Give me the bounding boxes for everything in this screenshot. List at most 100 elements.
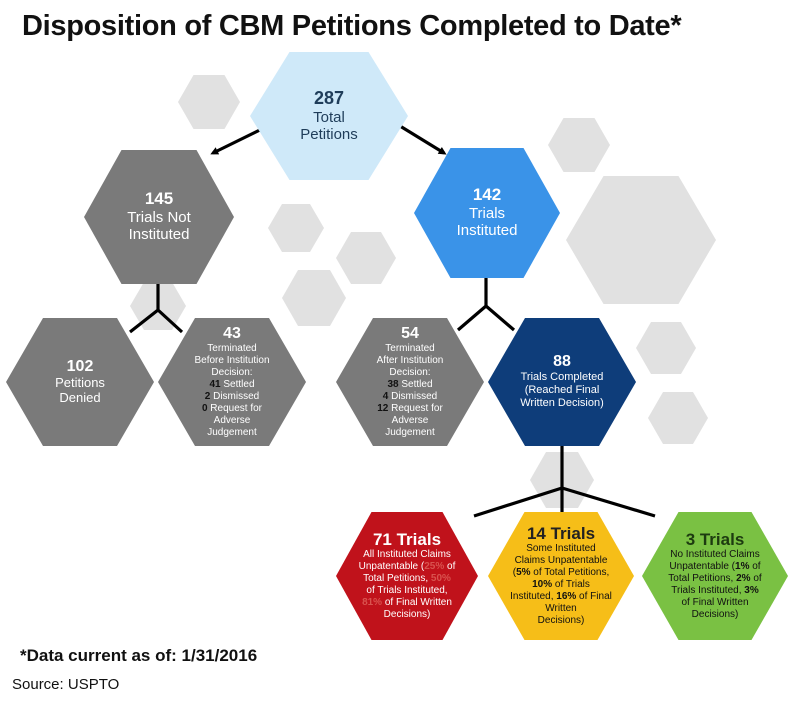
all-unpatentable-heading: 71 Trials [372,529,442,549]
terminated-before-line3: Decision: [211,366,253,378]
text-part: of Trials [552,579,590,591]
terminated-after-line2: After Institution [376,354,444,366]
arrow-total-to-not-instituted [210,124,269,155]
denied-label-line1: Petitions [55,374,105,390]
text-part: Instituted, [510,591,557,603]
percent-total: 5% [516,567,531,579]
some-unpatentable-line6: Written [545,603,577,615]
percent-instituted: 50% [430,573,451,585]
dismissed-text: Dismissed [210,390,260,402]
percent-total: 1% [735,561,750,573]
some-unpatentable-line3: (5% of Total Petitions, [513,567,610,579]
none-unpatentable-line4: Trials Instituted, 3% [671,585,758,597]
text-part: of [749,561,761,573]
node-terminated-before-institution: 43 Terminated Before Institution Decisio… [158,318,306,446]
text-part: of [750,573,762,585]
terminated-before-judgement: Judgement [207,426,257,438]
dismissed-count: 4 [382,390,389,402]
percent-final: 3% [744,585,759,597]
terminated-after-line3: Decision: [389,366,431,378]
terminated-after-dismissed: 4 Dismissed [383,391,437,403]
settled-count: 41 [209,378,221,390]
not-instituted-number: 145 [144,189,174,209]
all-unpatentable-line2: Unpatentable (25% of [359,561,456,573]
percent-instituted: 2% [736,573,751,585]
total-number: 287 [313,87,345,108]
instituted-number: 142 [472,185,502,205]
terminated-before-line2: Before Institution [194,354,270,366]
all-unpatentable-line1: All Instituted Claims [363,549,451,561]
denied-number: 102 [66,358,94,376]
terminated-after-settled: 38 Settled [387,379,432,391]
settled-count: 38 [387,378,399,390]
text-part: Total Petitions, [363,573,431,585]
background-hexagon [268,204,324,252]
terminated-after-judgement: Judgement [385,426,435,438]
arrow-completed-split [473,444,656,518]
text-part: Total Petitions, [668,573,737,585]
data-currency-footnote: *Data current as of: 1/31/2016 [20,646,258,665]
completed-line2: (Reached Final [524,384,600,397]
total-label-line2: Petitions [300,125,358,143]
not-instituted-label-line2: Instituted [128,226,190,244]
terminated-before-settled: 41 Settled [209,379,254,391]
terminated-before-dismissed: 2 Dismissed [205,391,259,403]
some-unpatentable-line7: Decisions) [537,615,585,627]
request-count: 12 [377,402,389,414]
text-part: of Final [576,591,612,603]
some-unpatentable-line1: Some Instituted [526,543,596,555]
dismissed-count: 2 [204,390,211,402]
completed-line3: Written Decision) [520,397,604,410]
all-unpatentable-line4: of Trials Instituted, [366,585,448,597]
none-unpatentable-heading: 3 Trials [685,529,745,549]
completed-number: 88 [553,353,571,371]
some-unpatentable-heading: 14 Trials [526,523,596,543]
none-unpatentable-line3: Total Petitions, 2% of [668,573,761,585]
settled-text: Settled [220,378,255,390]
total-label-line1: Total [313,108,345,126]
percent-instituted: 10% [532,579,553,591]
node-total-petitions: 287 Total Petitions [250,52,408,180]
all-unpatentable-line5: 81% of Final Written [362,597,452,609]
terminated-before-request: 0 Request for [202,403,262,415]
arrow-not-instituted-split [129,284,184,334]
node-petitions-denied: 102 Petitions Denied [6,318,154,446]
source-credit: Source: USPTO [12,676,120,693]
text-part: ( [512,567,517,579]
terminated-after-adverse: Adverse [391,414,429,426]
percent-final: 16% [556,591,577,603]
all-unpatentable-line6: Decisions) [383,609,431,621]
arrow-instituted-split [456,276,516,332]
none-unpatentable-line1: No Instituted Claims [670,549,760,561]
terminated-after-number: 54 [401,325,419,343]
none-unpatentable-line2: Unpatentable (1% of [669,561,760,573]
not-instituted-label-line1: Trials Not [127,209,191,227]
terminated-after-request: 12 Request for [377,403,443,415]
some-unpatentable-line2: Claims Unpatentable [514,555,608,567]
completed-line1: Trials Completed [520,371,604,384]
all-unpatentable-line3: Total Petitions, 50% [363,573,451,585]
terminated-after-line1: Terminated [385,342,435,354]
terminated-before-number: 43 [223,325,241,343]
instituted-label-line2: Instituted [456,222,518,240]
some-unpatentable-line4: 10% of Trials [532,579,590,591]
request-text: Request for [207,402,263,414]
some-unpatentable-line5: Instituted, 16% of Final [510,591,612,603]
text-part: of Total Petitions, [530,567,610,579]
diagram-title: Disposition of CBM Petitions Completed t… [22,10,682,42]
text-part: of Final Written [382,597,452,609]
node-trials-completed: 88 Trials Completed (Reached Final Writt… [488,318,636,446]
request-count: 0 [201,402,208,414]
terminated-before-adverse: Adverse [213,414,251,426]
instituted-label-line1: Trials [468,205,506,223]
terminated-before-line1: Terminated [207,342,257,354]
text-part: Trials Instituted, [671,585,745,597]
none-unpatentable-line6: Decisions) [691,609,739,621]
dismissed-text: Dismissed [388,390,438,402]
percent-final: 81% [362,597,383,609]
text-part: of [444,561,456,573]
none-unpatentable-line5: of Final Written [681,597,749,609]
denied-label-line2: Denied [59,389,101,405]
